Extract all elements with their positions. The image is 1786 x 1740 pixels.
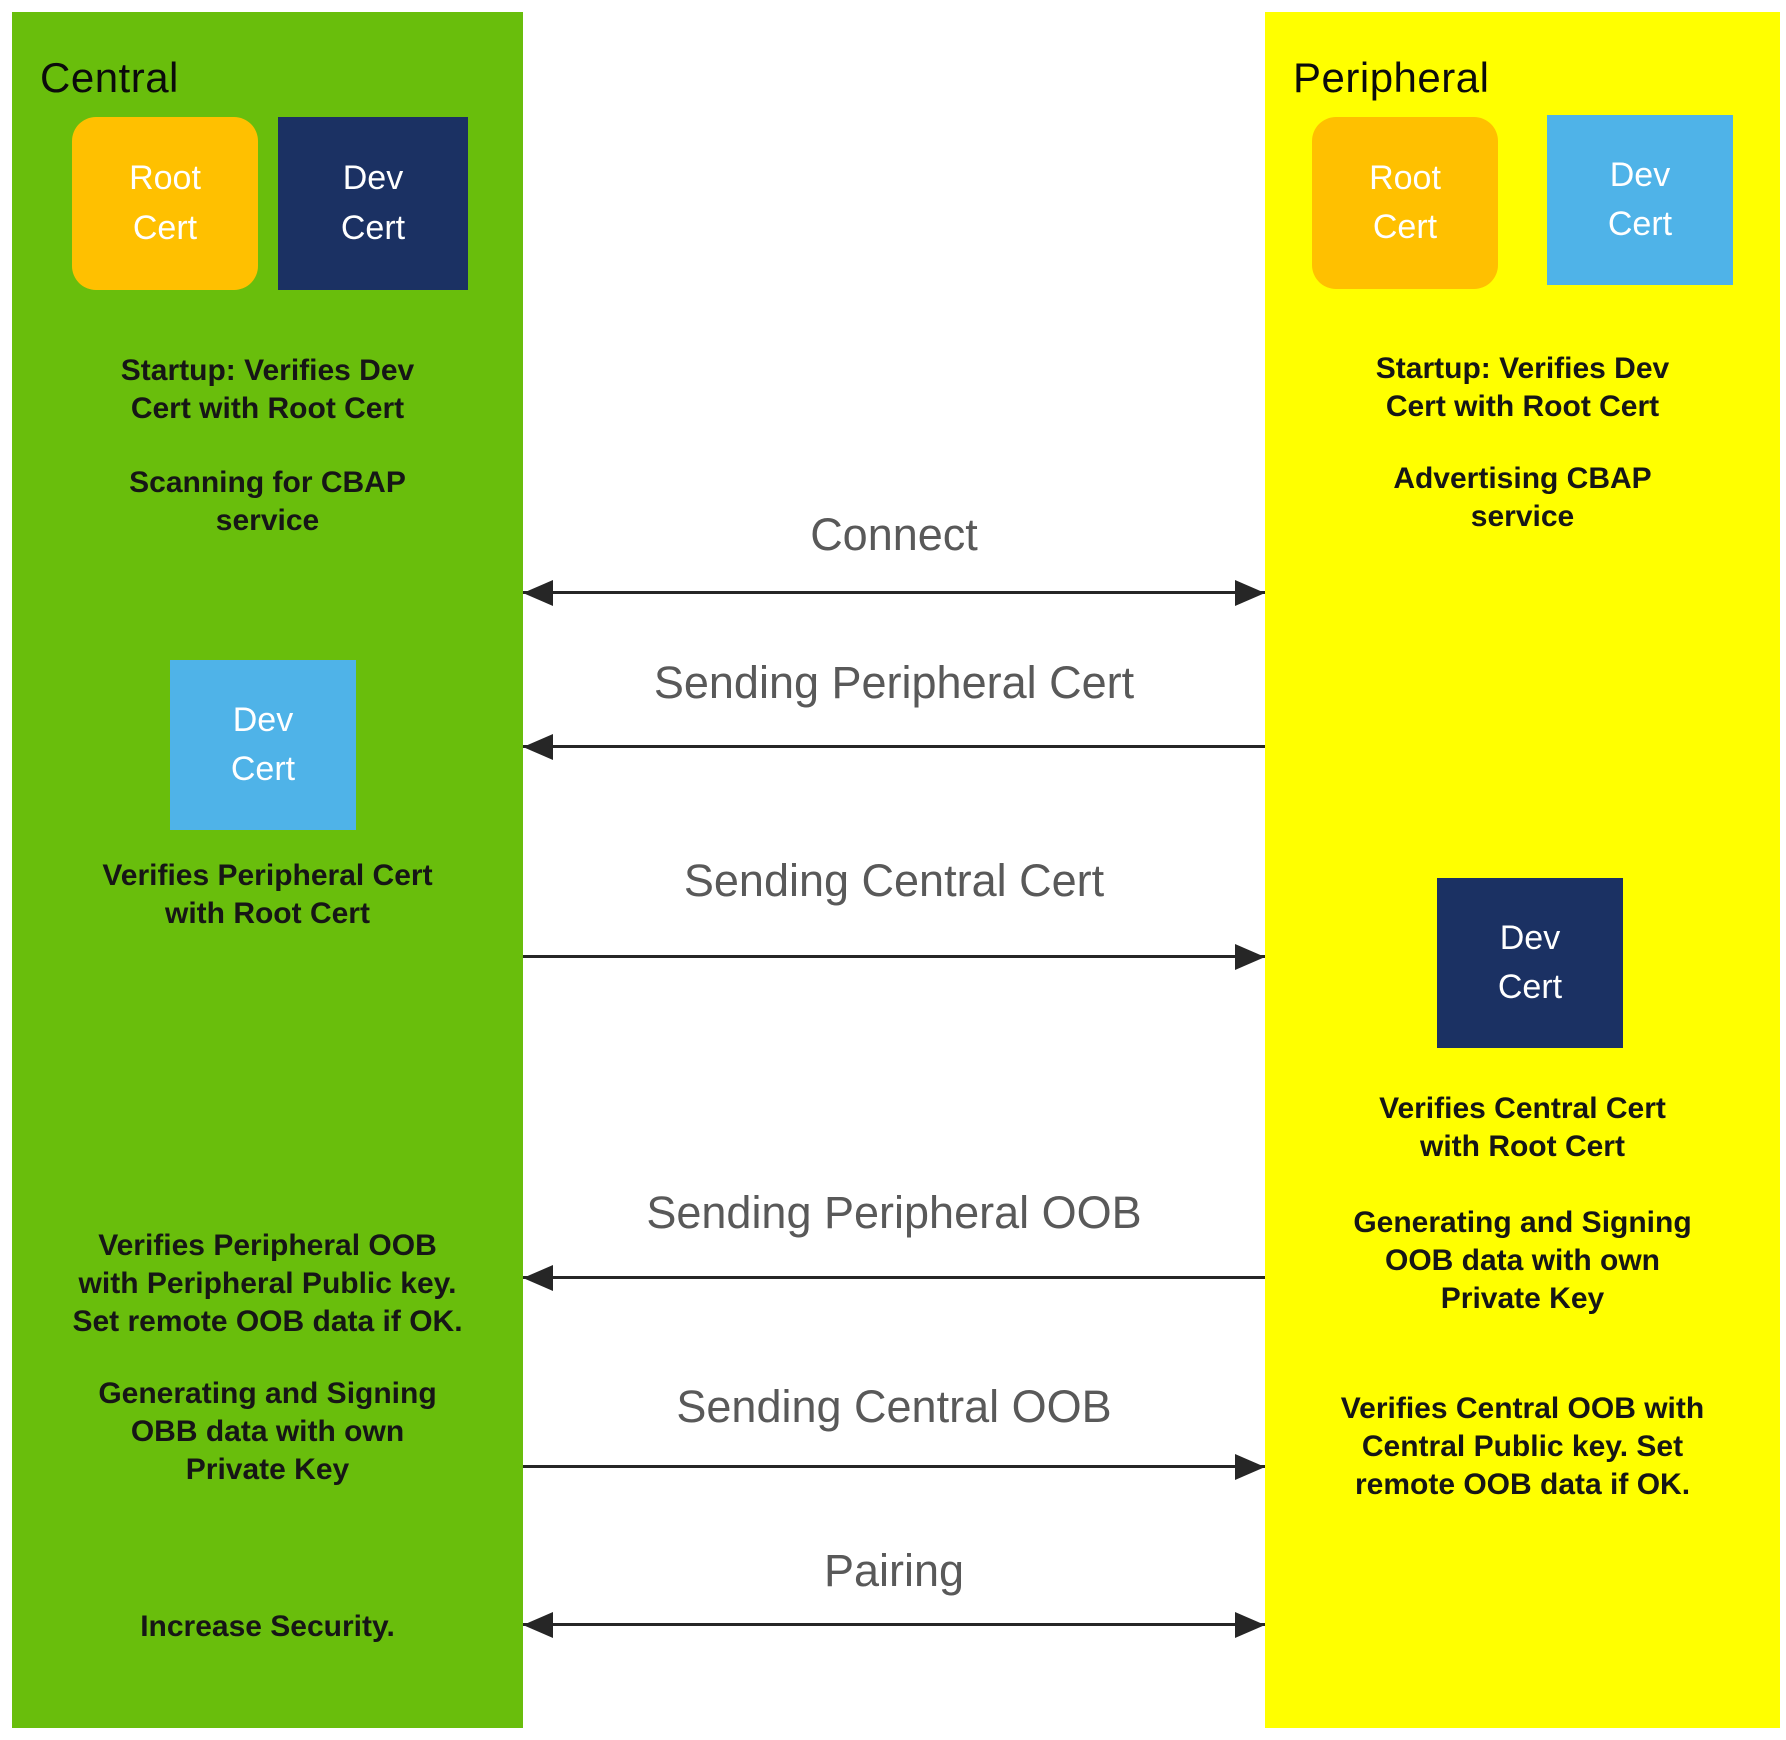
sending-peripheral-cert-label: Sending Peripheral Cert (653, 657, 1135, 708)
central-generating-oob-note: Generating and Signing OBB data with own… (98, 1377, 437, 1486)
central-startup-note: Startup: Verifies Dev Cert with Root Cer… (120, 354, 415, 425)
connect-label: Connect (810, 509, 978, 560)
peripheral-root-cert-box: Root Cert (1312, 117, 1498, 289)
sending-central-oob-arrow (523, 1454, 1265, 1480)
central-dev-cert-box: Dev Cert (278, 117, 468, 290)
central-panel: Central Root Cert Dev Cert Startup: Veri… (12, 12, 523, 1728)
peripheral-advertising-note: Advertising CBAP service (1393, 462, 1652, 533)
peripheral-generating-oob-note: Generating and Signing OOB data with own… (1353, 1206, 1692, 1315)
central-title: Central (40, 54, 179, 102)
arrow-shaft (523, 1276, 1265, 1279)
sending-peripheral-oob-label: Sending Peripheral OOB (646, 1187, 1142, 1238)
arrow-shaft (523, 591, 1265, 594)
peripheral-startup-note: Startup: Verifies Dev Cert with Root Cer… (1375, 352, 1670, 423)
arrow-shaft (523, 1623, 1265, 1626)
central-scanning-note: Scanning for CBAP service (129, 466, 406, 537)
peripheral-verifies-central-cert-note: Verifies Central Cert with Root Cert (1379, 1092, 1666, 1163)
peripheral-title: Peripheral (1293, 54, 1490, 102)
sending-peripheral-cert-arrow (523, 734, 1265, 760)
central-verifies-peripheral-cert-note: Verifies Peripheral Cert with Root Cert (102, 859, 433, 930)
peripheral-received-central-dev-cert-box: Dev Cert (1437, 878, 1623, 1048)
sending-central-oob-label: Sending Central OOB (676, 1381, 1112, 1432)
arrowhead-right-icon (1235, 944, 1265, 970)
peripheral-dev-cert-box: Dev Cert (1547, 115, 1733, 285)
connect-arrow (523, 580, 1265, 606)
peripheral-verifies-central-oob-note: Verifies Central OOB with Central Public… (1340, 1392, 1705, 1501)
central-increase-security-note: Increase Security. (140, 1610, 395, 1643)
sending-peripheral-oob-arrow (523, 1265, 1265, 1291)
central-root-cert-box: Root Cert (72, 117, 258, 290)
sending-central-cert-label: Sending Central Cert (683, 855, 1105, 906)
arrow-shaft (523, 955, 1265, 958)
message-lane: Connect Sending Peripheral Cert Sending … (523, 0, 1265, 1740)
arrow-shaft (523, 745, 1265, 748)
arrow-shaft (523, 1465, 1265, 1468)
central-verifies-peripheral-oob-note: Verifies Peripheral OOB with Peripheral … (72, 1229, 463, 1338)
arrowhead-right-icon (1235, 1612, 1265, 1638)
sending-central-cert-arrow (523, 944, 1265, 970)
pairing-arrow (523, 1612, 1265, 1638)
arrowhead-right-icon (1235, 580, 1265, 606)
peripheral-panel: Peripheral Root Cert Dev Cert Startup: V… (1265, 12, 1780, 1728)
central-received-peripheral-dev-cert-box: Dev Cert (170, 660, 356, 830)
arrowhead-right-icon (1235, 1454, 1265, 1480)
pairing-label: Pairing (823, 1545, 965, 1596)
